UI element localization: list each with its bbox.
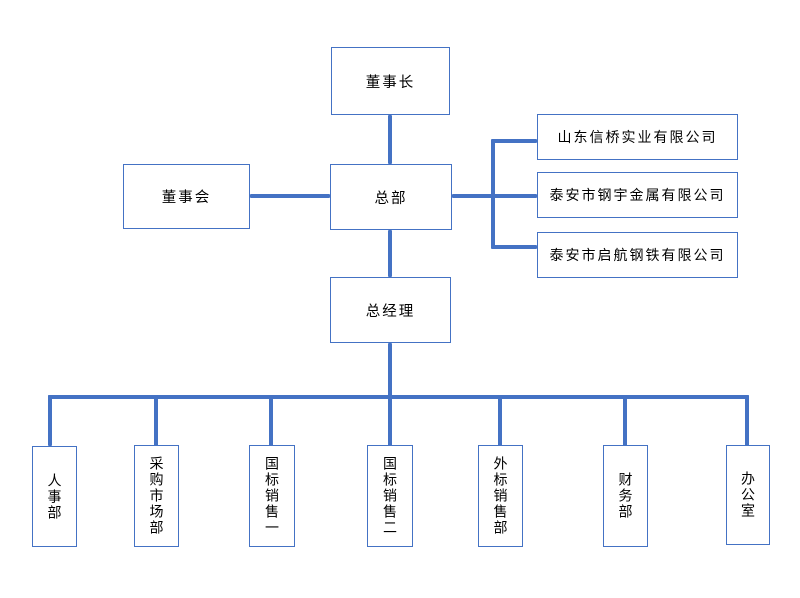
connector-branch-company-2 [493,194,537,198]
node-dept-6-label: 财务部 [617,472,634,520]
node-chairman-label: 董事长 [365,74,416,91]
connector-hq-branch [452,194,493,198]
connector-chairman-hq [388,115,392,164]
node-dept-national-sales-2: 国标销售二 [367,445,413,547]
node-dept-5-label: 外标销售部 [492,456,509,536]
node-general-manager: 总经理 [330,277,451,343]
node-company-taian-gangyu: 泰安市钢宇金属有限公司 [537,172,738,218]
connector-drop-dept-4 [388,395,392,446]
connector-drop-dept-1 [48,395,52,446]
connector-drop-dept-7 [745,395,749,446]
node-headquarters: 总部 [330,164,452,230]
node-dept-hr: 人事部 [32,446,77,547]
connector-drop-dept-5 [498,395,502,446]
node-dept-3-label: 国标销售一 [264,456,280,536]
node-board-label: 董事会 [161,190,212,206]
node-dept-office: 办公室 [726,445,770,545]
node-dept-national-sales-1: 国标销售一 [249,445,295,547]
node-company-2-label: 泰安市钢宇金属有限公司 [549,187,726,203]
connector-branch-company-1 [493,139,537,143]
node-headquarters-label: 总部 [374,190,408,207]
connector-gm-bus [388,343,392,397]
connector-drop-dept-6 [623,395,627,446]
connector-branch-company-3 [493,245,537,249]
connector-board-hq [250,194,330,198]
connector-bus-horizontal [48,395,749,399]
connector-drop-dept-2 [154,395,158,446]
node-dept-procurement-market: 采购市场部 [134,445,179,547]
connector-hq-gm [388,230,392,277]
node-general-manager-label: 总经理 [365,303,416,320]
node-dept-finance: 财务部 [603,445,648,547]
node-company-3-label: 泰安市启航钢铁有限公司 [549,247,726,263]
node-dept-2-label: 采购市场部 [148,456,165,536]
node-dept-7-label: 办公室 [740,471,756,519]
connector-drop-dept-3 [269,395,273,446]
node-board: 董事会 [123,164,250,229]
node-company-1-label: 山东信桥实业有限公司 [557,129,718,145]
node-dept-external-sales: 外标销售部 [478,445,523,547]
node-company-taian-qihang: 泰安市启航钢铁有限公司 [537,232,738,278]
node-dept-4-label: 国标销售二 [382,456,398,536]
node-dept-1-label: 人事部 [46,472,63,521]
node-chairman: 董事长 [331,47,450,115]
node-company-shandong-xinqiao: 山东信桥实业有限公司 [537,114,738,160]
